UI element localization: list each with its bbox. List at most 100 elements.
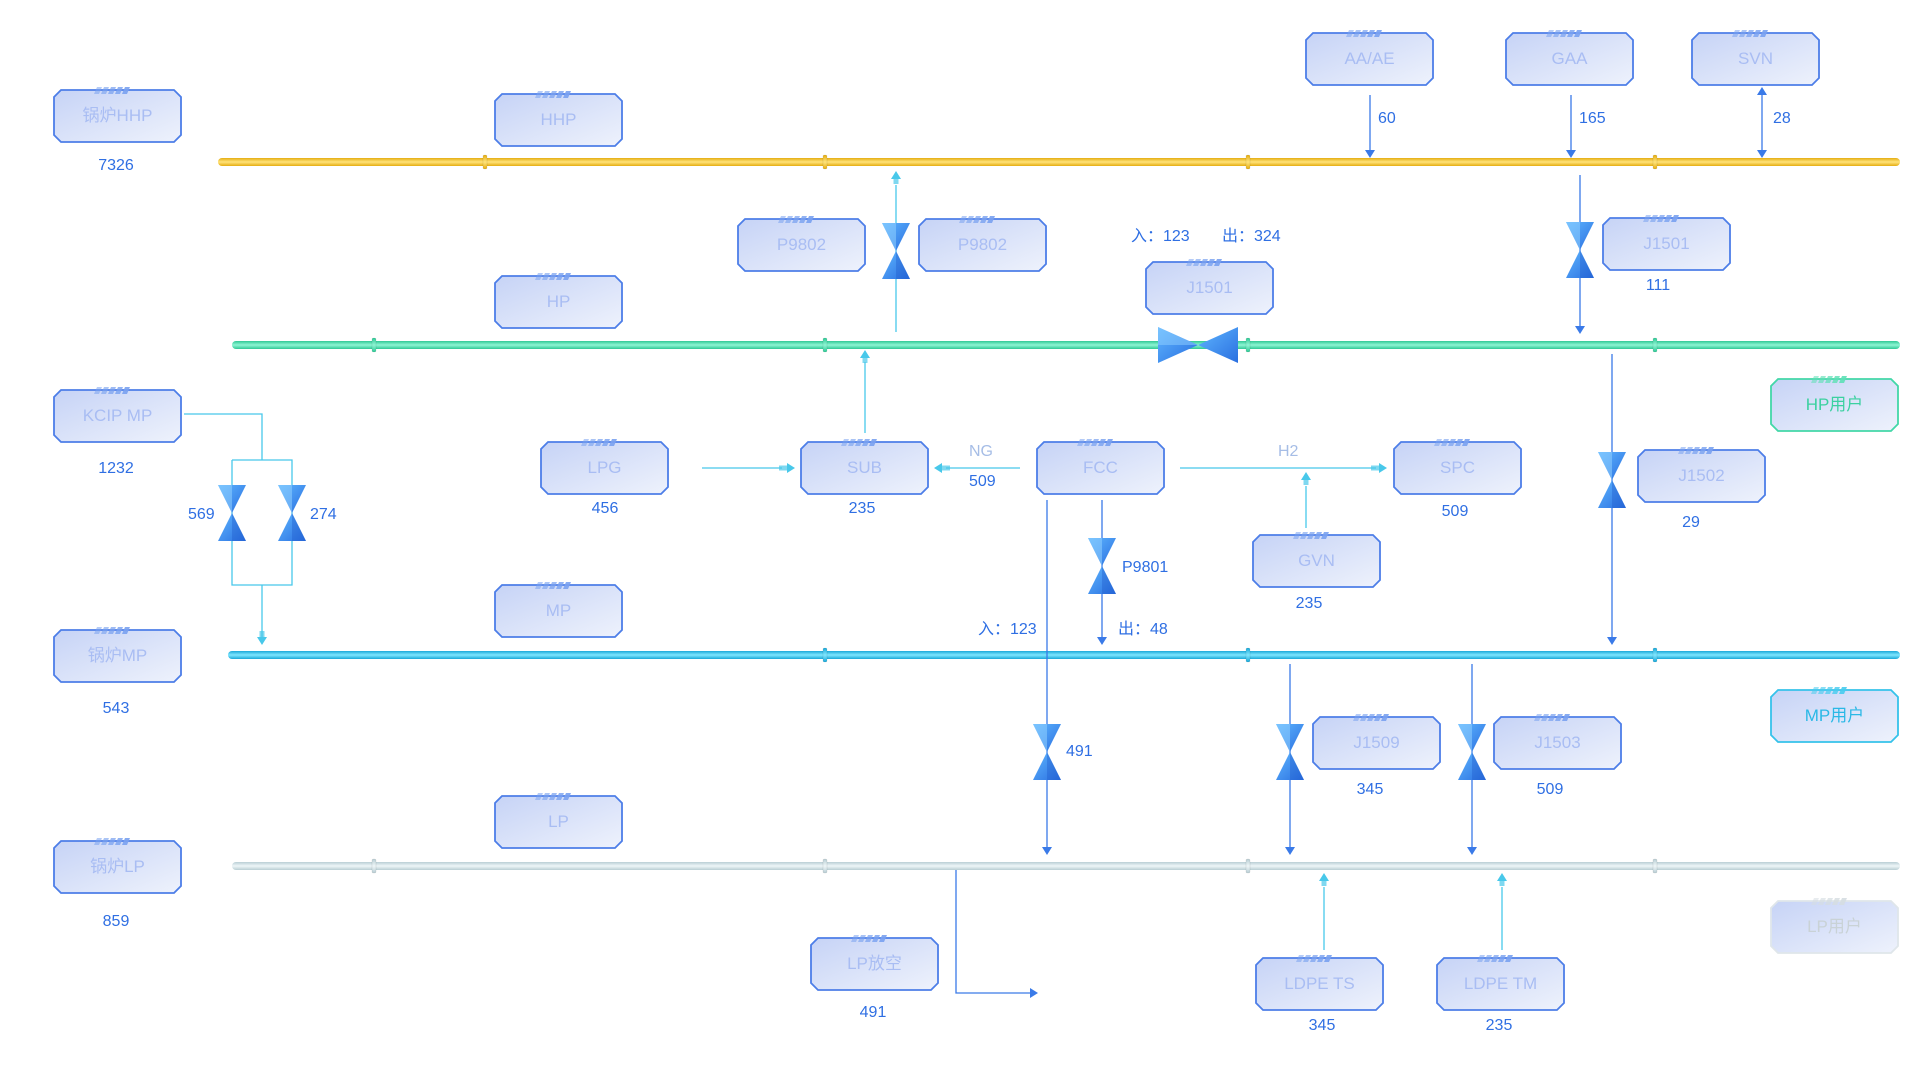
pipe-hp [232, 341, 1900, 349]
card-frame [1036, 439, 1165, 495]
node-j1509[interactable]: J1509 [1312, 714, 1441, 770]
card-frame [1691, 30, 1820, 86]
pipe-hhp-joint [1652, 154, 1658, 170]
p9802-valve[interactable] [882, 223, 910, 279]
node-boiler-hhp[interactable]: 锅炉HHP [53, 87, 182, 143]
node-kcip-mp[interactable]: KCIP MP [53, 387, 182, 443]
ldpe-tm-arrow-stem [1499, 879, 1505, 886]
ng-arrow [934, 463, 942, 473]
j1502-valve[interactable] [1598, 452, 1626, 508]
card-frame [1770, 687, 1899, 743]
j1502-arrow [1607, 637, 1617, 645]
node-hp-header[interactable]: HP [494, 273, 623, 329]
fcc-lp-valve[interactable] [1033, 724, 1061, 780]
node-mp-user[interactable]: MP用户 [1770, 687, 1899, 743]
p9801-valve[interactable] [1088, 538, 1116, 594]
card-frame [494, 91, 623, 147]
lpg-value: 456 [591, 500, 619, 517]
ldpe-tm-arrow [1497, 873, 1507, 881]
svn-arrow-down [1757, 150, 1767, 158]
node-boiler-mp[interactable]: 锅炉MP [53, 627, 182, 683]
card-frame [1145, 259, 1274, 315]
kcip-feed [184, 413, 263, 460]
j1509-value: 345 [1356, 781, 1384, 798]
j1501-valve[interactable] [1158, 327, 1238, 363]
node-lp-vent[interactable]: LP放空 [810, 935, 939, 991]
lpg-sub-arrow-stem [779, 465, 789, 471]
h2-arrow-stem [1371, 465, 1381, 471]
card-frame [53, 838, 182, 894]
card-frame [800, 439, 929, 495]
p9802-arrow-stem [893, 177, 899, 184]
card-frame [1305, 30, 1434, 86]
node-j1502[interactable]: J1502 [1637, 447, 1766, 503]
pipe-hhp-joint [1245, 154, 1251, 170]
node-gaa[interactable]: GAA [1505, 30, 1634, 86]
lp-vent-arrow [1030, 988, 1038, 998]
node-hp-user[interactable]: HP用户 [1770, 376, 1899, 432]
pipe-lp-joint [371, 858, 377, 874]
pipe-mp-joint [1245, 647, 1251, 663]
node-lpg[interactable]: LPG [540, 439, 669, 495]
kcip-valve-right[interactable] [278, 485, 306, 541]
card-frame [1436, 955, 1565, 1011]
node-lp-user[interactable]: LP用户 [1770, 898, 1899, 954]
svn-arrow-up [1757, 87, 1767, 95]
j1503-valve[interactable] [1458, 724, 1486, 780]
node-p9802-right[interactable]: P9802 [918, 216, 1047, 272]
node-p9802-left[interactable]: P9802 [737, 216, 866, 272]
sub-hp-arrow-stem [862, 356, 868, 363]
svn-value: 28 [1773, 110, 1791, 127]
j1501b-arrow [1575, 326, 1585, 334]
gvn-value: 235 [1295, 595, 1323, 612]
node-ldpe-ts[interactable]: LDPE TS [1255, 955, 1384, 1011]
pipe-hhp [218, 158, 1900, 166]
card-frame [1252, 532, 1381, 588]
node-fcc[interactable]: FCC [1036, 439, 1165, 495]
j1502-value: 29 [1682, 514, 1700, 531]
node-gvn[interactable]: GVN [1252, 532, 1381, 588]
j1503-value: 509 [1536, 781, 1564, 798]
j1501b-valve[interactable] [1566, 222, 1594, 278]
fcc-lp-arrow [1042, 847, 1052, 855]
j1509-arrow [1285, 847, 1295, 855]
node-lp-header[interactable]: LP [494, 793, 623, 849]
aa-ae-value: 60 [1378, 110, 1396, 127]
kcip-valve-left[interactable] [218, 485, 246, 541]
card-frame [1770, 376, 1899, 432]
node-j1501-b[interactable]: J1501 [1602, 215, 1731, 271]
ldpe-ts-value: 345 [1308, 1017, 1336, 1034]
node-hhp-header[interactable]: HHP [494, 91, 623, 147]
gvn-arrow [1301, 472, 1311, 480]
node-boiler-lp[interactable]: 锅炉LP [53, 838, 182, 894]
p9801-label: P9801 [1122, 559, 1169, 576]
p9802-arrow [891, 171, 901, 179]
boiler-lp-value: 859 [102, 913, 130, 930]
node-ldpe-tm[interactable]: LDPE TM [1436, 955, 1565, 1011]
node-spc[interactable]: SPC [1393, 439, 1522, 495]
ng-arrow-stem [940, 465, 950, 471]
node-j1501[interactable]: J1501 [1145, 259, 1274, 315]
boiler-mp-value: 543 [102, 700, 130, 717]
node-aa-ae[interactable]: AA/AE [1305, 30, 1434, 86]
lp-vent-value: 491 [859, 1004, 887, 1021]
pipe-mp [228, 651, 1900, 659]
sub-hp-arrow [860, 350, 870, 358]
kcip-valve-left-value: 569 [188, 506, 215, 523]
node-svn[interactable]: SVN [1691, 30, 1820, 86]
gaa-arrow [1566, 150, 1576, 158]
pipe-hp-joint [1245, 337, 1251, 353]
node-j1503[interactable]: J1503 [1493, 714, 1622, 770]
sub-value: 235 [848, 500, 876, 517]
card-frame [540, 439, 669, 495]
j1509-valve[interactable] [1276, 724, 1304, 780]
node-sub[interactable]: SUB [800, 439, 929, 495]
h2-arrow [1379, 463, 1387, 473]
node-mp-header[interactable]: MP [494, 582, 623, 638]
pipe-mp-joint [1652, 647, 1658, 663]
card-frame [1493, 714, 1622, 770]
fcc-lp-valve-value: 491 [1066, 743, 1093, 760]
pipe-hhp-joint [482, 154, 488, 170]
card-frame [1255, 955, 1384, 1011]
